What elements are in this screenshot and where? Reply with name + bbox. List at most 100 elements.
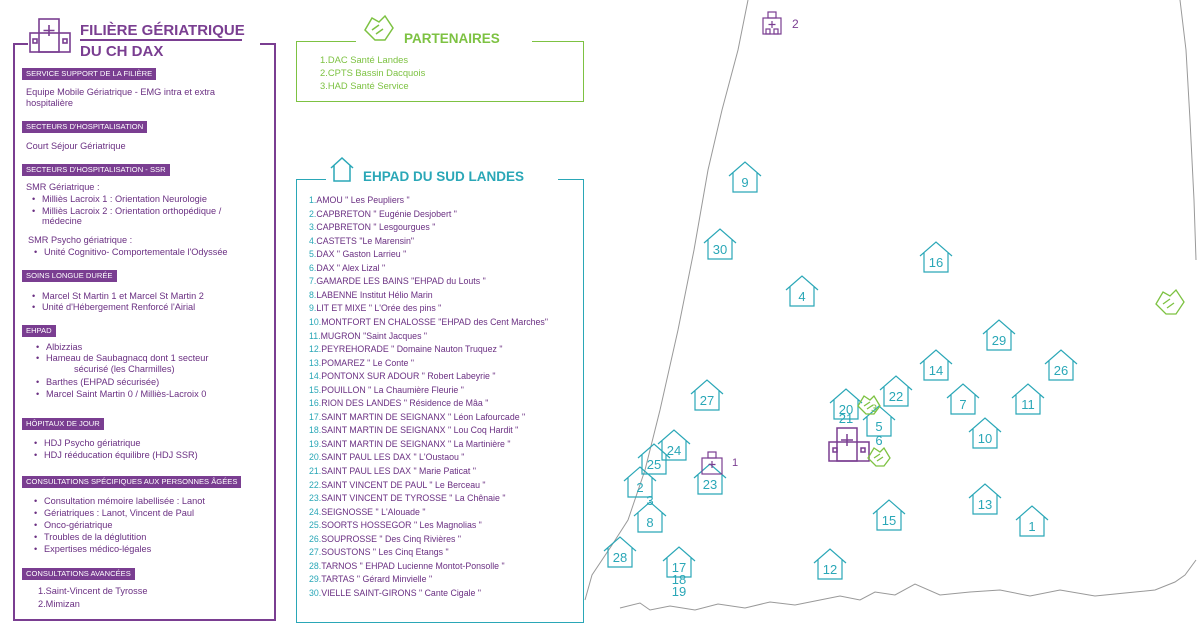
hospital-icon [762,11,782,35]
ehpad-site-3: Barthes (EHPAD sécurisée) [36,377,159,388]
ehpad-marker-11[interactable]: 11 [1011,383,1045,415]
ehpad-marker-25[interactable]: 25 [637,443,671,475]
ehpad-list-item: 2.CAPBRETON " Eugénie Desjobert " [309,209,457,219]
house-icon [633,501,667,533]
ehpad-marker-label: 28 [613,550,627,565]
ehpad-marker-label: 25 [647,457,661,472]
ehpad-list-item-number: 21. [309,466,322,476]
ehpad-marker-7[interactable]: 7 [946,383,980,415]
ehpad-marker-14[interactable]: 14 [919,349,953,381]
ehpad-marker-label: 21 [839,411,853,426]
department-outline [584,0,1197,611]
house-icon [1015,505,1049,537]
ehpad-marker-20[interactable]: 20 [829,388,863,420]
ehpad-marker-label: 26 [1054,363,1068,378]
partner-marker-1[interactable] [1155,288,1185,315]
consult-item-1: Consultation mémoire labellisée : Lanot [34,496,205,507]
house-icon [982,319,1016,351]
ehpad-marker-16[interactable]: 16 [919,241,953,273]
ehpad-marker-label: 17 [672,560,686,575]
ehpad-list-item-name: DAX " Gaston Larrieu " [316,249,407,260]
ehpad-list-item-number: 24. [309,506,322,517]
ehpad-marker-3[interactable]: 3 [646,493,653,508]
ehpad-marker-label: 19 [672,584,686,599]
ehpad-list-item-name: AMOU " Les Peupliers " [316,195,410,205]
filiere-panel [13,43,276,621]
ehpad-marker-8[interactable]: 8 [633,501,667,533]
ehpad-marker-label: 7 [959,397,966,412]
ehpad-list-item-name: CASTETS "Le Marensin" [316,235,415,246]
ehpad-marker-13[interactable]: 13 [968,483,1002,515]
ehpad-marker-label: 14 [929,363,943,378]
ehpad-list-item-name: SAINT VINCENT DE PAUL " Le Berceau " [321,479,486,490]
ehpad-marker-label: 27 [700,393,714,408]
ehpad-list-item-number: 19. [309,438,322,449]
ehpad-list-item-name: RION DES LANDES " Résidence de Mâa " [321,398,489,409]
ehpad-list-item: 20.SAINT PAUL LES DAX " L'Oustaou " [309,452,464,462]
ehpad-marker-28[interactable]: 28 [603,536,637,568]
main-hospital-marker[interactable] [828,427,870,462]
ehpad-list-item-number: 20. [309,452,322,463]
ehpad-marker-2[interactable]: 2 [623,466,657,498]
ehpad-marker-6[interactable]: 6 [875,433,882,448]
ehpad-marker-15[interactable]: 15 [872,499,906,531]
ehpad-list-item-number: 25. [309,520,322,531]
ehpad-marker-10[interactable]: 10 [968,417,1002,449]
ehpad-marker-4[interactable]: 4 [785,275,819,307]
ehpad-list-item: 1.AMOU " Les Peupliers " [309,195,410,205]
ehpad-list-item: 21.SAINT PAUL LES DAX " Marie Paticat " [309,466,476,476]
ehpad-list-item-name: LABENNE Institut Hélio Marin [316,289,433,300]
ehpad-marker-5[interactable]: 5 [862,405,896,437]
ehpad-list-item-number: 10. [309,316,322,327]
ehpad-list-item-number: 28. [309,560,322,571]
ehpad-list-item-name: GAMARDE LES BAINS "EHPAD du Louts " [316,276,486,287]
support-line-2: hospitalière [26,98,73,108]
ehpad-marker-label: 18 [672,572,686,587]
house-icon [968,417,1002,449]
house-icon [919,241,953,273]
filiere-title-line2: DU CH DAX [80,43,164,60]
ehpad-marker-30[interactable]: 30 [703,228,737,260]
ehpad-marker-12[interactable]: 12 [813,548,847,580]
hospital-marker-1[interactable]: 1 [701,451,738,475]
ehpad-marker-label: 12 [823,562,837,577]
ehpad-marker-9[interactable]: 9 [728,161,762,193]
hospital-marker-2[interactable]: 2 [762,11,799,35]
ehpad-list-item: 4.CASTETS "Le Marensin" [309,236,414,246]
ehpad-list-item-number: 30. [309,587,322,598]
ehpad-list-item-name: SEIGNOSSE " L'Alouade " [321,506,426,517]
ehpad-marker-23[interactable]: 23 [693,463,727,495]
ehpad-marker-1[interactable]: 1 [1015,505,1049,537]
section-header-ehpad: EHPAD [22,325,56,337]
ehpad-marker-29[interactable]: 29 [982,319,1016,351]
ehpad-marker-label: 2 [636,480,643,495]
section-header-hdj: HÔPITAUX DE JOUR [22,418,104,430]
ehpad-list-item-number: 23. [309,493,322,504]
ehpad-list-item-number: 29. [309,574,322,585]
ehpad-list-item: 10.MONTFORT EN CHALOSSE "EHPAD des Cent … [309,317,548,327]
ehpad-marker-18[interactable]: 18 [672,572,686,587]
ehpad-list-item-name: SAINT MARTIN DE SEIGNANX " Léon Lafourca… [321,411,526,422]
ehpad-list-item: 16.RION DES LANDES " Résidence de Mâa " [309,398,488,408]
ehpad-marker-21[interactable]: 21 [839,411,853,426]
ehpad-list-item-number: 11. [309,330,321,341]
ehpad-list-item-number: 13. [309,357,322,368]
ehpad-marker-label: 3 [646,493,653,508]
partner-marker-2[interactable] [867,446,891,467]
ehpad-list-item-name: POMAREZ " Le Conte " [321,357,415,368]
ehpad-list-item-number: 27. [309,547,322,558]
hdj-item-2: HDJ rééducation équilibre (HDJ SSR) [34,450,198,461]
partner-marker-3[interactable]: 3 [857,394,881,415]
smr-geriatrique: SMR Gériatrique : [26,182,100,192]
house-icon [637,443,671,475]
ehpad-marker-22[interactable]: 22 [879,375,913,407]
handshake-icon [364,14,394,41]
ehpad-list-item: 7.GAMARDE LES BAINS "EHPAD du Louts " [309,276,486,286]
ehpad-marker-19[interactable]: 19 [672,584,686,599]
ehpad-marker-17[interactable]: 17 [662,546,696,578]
ehpad-marker-27[interactable]: 27 [690,379,724,411]
ehpad-marker-24[interactable]: 24 [657,429,691,461]
house-icon [785,275,819,307]
ehpad-marker-26[interactable]: 26 [1044,349,1078,381]
ehpad-list-item: 19.SAINT MARTIN DE SEIGNANX " La Martini… [309,439,510,449]
